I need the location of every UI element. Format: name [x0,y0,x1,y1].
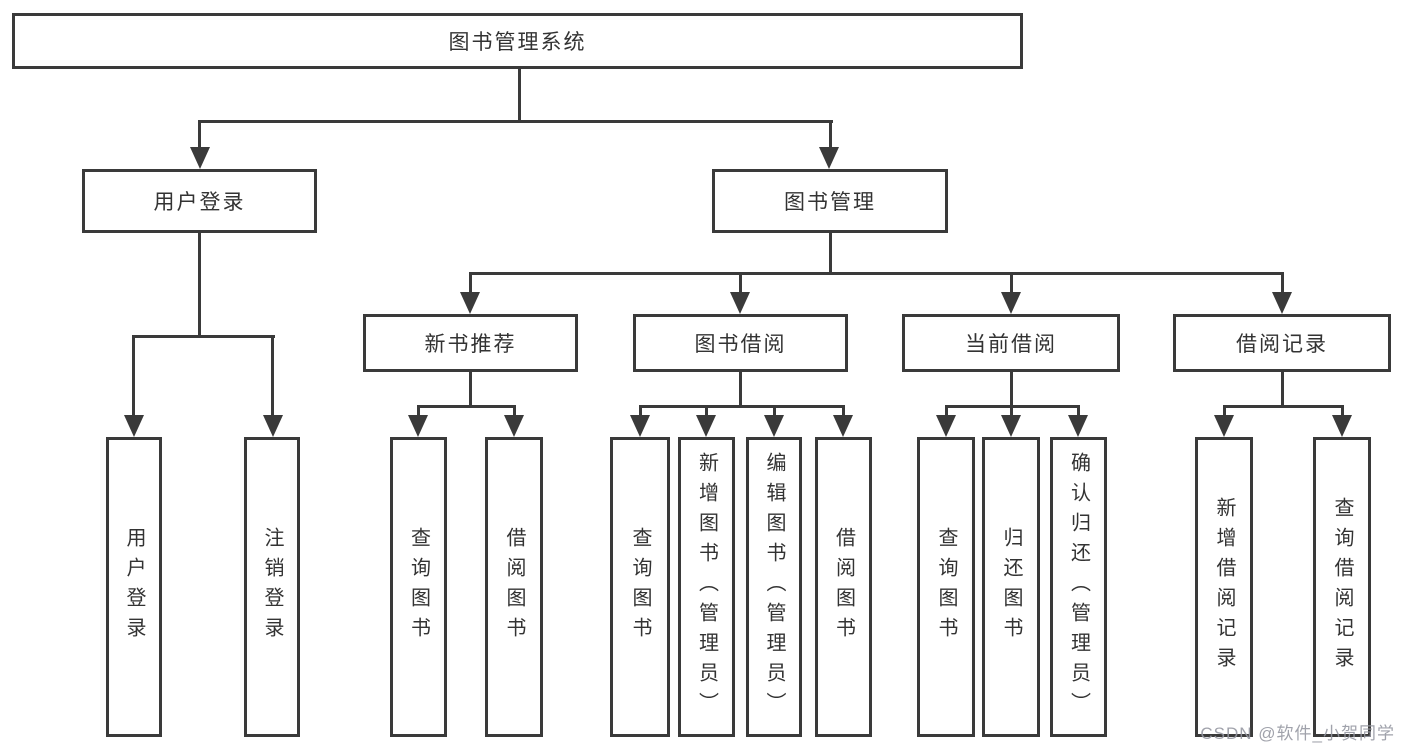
edge-drop-leaf-query-book-3 [945,405,948,418]
edge-drop-leaf-logout [271,335,274,417]
edge-drop-leaf-add-record [1223,405,1226,418]
arrowhead-leaf-return-book-icon [1001,415,1021,437]
edge-drop-leaf-add-book [705,405,708,418]
edge-drop-leaf-query-book-1 [417,405,420,418]
leaf-query-book-borrow: 查询图书 [610,437,670,737]
edge-drop-borrow-records [1281,272,1284,294]
edge-user-login-stem [198,233,201,337]
edge-drop-new-book-recommend [469,272,472,294]
leaf-confirm-return-admin: 确认归还（管理员） [1050,437,1107,737]
edge-drop-leaf-borrow-book-1 [513,405,516,418]
arrowhead-leaf-edit-book-icon [764,415,784,437]
edge-drop-user-login [198,120,201,150]
node-book-management: 图书管理 [712,169,948,233]
arrowhead-leaf-borrow-book-2-icon [833,415,853,437]
node-user-login: 用户登录 [82,169,317,233]
arrowhead-leaf-query-record-icon [1332,415,1352,437]
arrowhead-leaf-query-book-2-icon [630,415,650,437]
node-book-borrow: 图书借阅 [633,314,848,372]
edge-drop-current-borrow [1010,272,1013,294]
leaf-logout: 注销登录 [244,437,300,737]
arrowhead-leaf-add-record-icon [1214,415,1234,437]
edge-borrow-records-stem [1281,372,1284,407]
arrowhead-book-management-icon [819,147,839,169]
leaf-query-book-current: 查询图书 [917,437,975,737]
node-borrow-records: 借阅记录 [1173,314,1391,372]
arrowhead-current-borrow-icon [1001,292,1021,314]
edge-book-borrow-stem [739,372,742,407]
edge-level2-bus [198,120,833,123]
arrowhead-leaf-add-book-icon [696,415,716,437]
edge-drop-leaf-edit-book [773,405,776,418]
edge-drop-book-management [829,120,832,150]
arrowhead-leaf-query-book-1-icon [408,415,428,437]
node-root: 图书管理系统 [12,13,1023,69]
edge-drop-leaf-confirm-return [1077,405,1080,418]
edge-book-borrow-bus [639,405,845,408]
leaf-return-book: 归还图书 [982,437,1040,737]
leaf-add-borrow-record: 新增借阅记录 [1195,437,1253,737]
edge-book-management-stem [829,233,832,275]
arrowhead-leaf-user-login-icon [124,415,144,437]
edge-level3-bus [469,272,1284,275]
edge-new-book-recommend-stem [469,372,472,407]
leaf-query-borrow-record: 查询借阅记录 [1313,437,1371,737]
arrowhead-leaf-borrow-book-1-icon [504,415,524,437]
leaf-borrow-book-recommend: 借阅图书 [485,437,543,737]
edge-borrow-records-bus [1223,405,1344,408]
csdn-watermark: CSDN @软件_小贺同学 [1200,724,1395,743]
node-new-book-recommend: 新书推荐 [363,314,578,372]
edge-drop-leaf-return-book [1010,405,1013,418]
arrowhead-leaf-confirm-return-icon [1068,415,1088,437]
node-current-borrow: 当前借阅 [902,314,1120,372]
arrowhead-leaf-logout-icon [263,415,283,437]
leaf-borrow-book: 借阅图书 [815,437,872,737]
leaf-add-book-admin: 新增图书（管理员） [678,437,735,737]
arrowhead-new-book-recommend-icon [460,292,480,314]
edge-drop-book-borrow [739,272,742,294]
edge-user-login-bus [132,335,275,338]
arrowhead-leaf-query-book-3-icon [936,415,956,437]
leaf-user-login: 用户登录 [106,437,162,737]
edge-root-stem [518,68,521,122]
edge-new-book-recommend-bus [417,405,516,408]
leaf-edit-book-admin: 编辑图书（管理员） [746,437,802,737]
edge-drop-leaf-query-book-2 [639,405,642,418]
edge-current-borrow-stem [1010,372,1013,407]
edge-drop-leaf-borrow-book-2 [842,405,845,418]
arrowhead-book-borrow-icon [730,292,750,314]
arrowhead-user-login-icon [190,147,210,169]
edge-drop-leaf-query-record [1341,405,1344,418]
edge-drop-leaf-user-login [132,335,135,417]
arrowhead-borrow-records-icon [1272,292,1292,314]
leaf-query-book-recommend: 查询图书 [390,437,447,737]
